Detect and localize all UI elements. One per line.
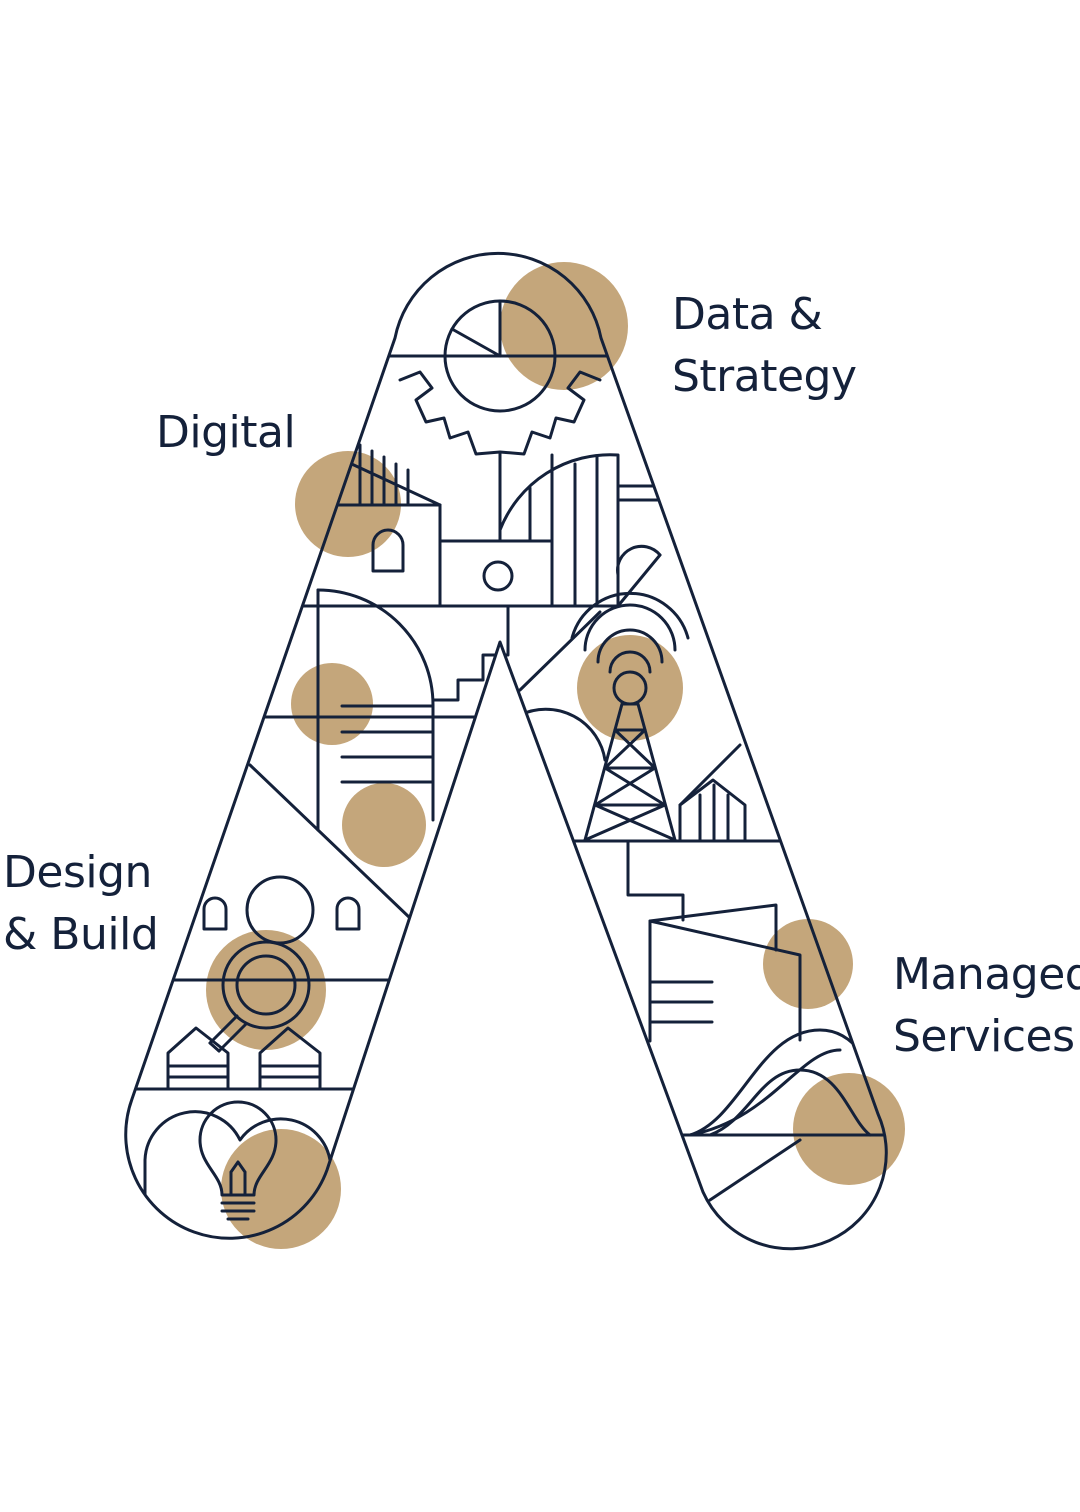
label-data-strategy: Data & Strategy: [672, 284, 857, 408]
label-design-build-line2: & Build: [3, 909, 159, 960]
lightbulb-icon: [143, 1100, 332, 1221]
staircase-icon: [626, 839, 685, 922]
radio-tower-icon: [570, 591, 690, 842]
wifi-signal-icon: [570, 591, 690, 640]
accent-dot: [291, 663, 373, 745]
lighthouse-icon: [316, 588, 435, 832]
magnifier-icon: [208, 940, 311, 1053]
label-design-build: Design & Build: [3, 842, 159, 966]
accent-dot: [763, 919, 853, 1009]
accent-dot: [500, 262, 628, 390]
label-digital-line1: Digital: [156, 407, 296, 458]
staircase-icon: [431, 604, 510, 702]
accent-dot: [793, 1073, 905, 1185]
label-digital: Digital: [156, 402, 296, 464]
letter-a-outline: [124, 251, 888, 1251]
accent-dot: [206, 930, 326, 1050]
label-managed-services-line1: Managed: [893, 949, 1080, 1000]
accent-dot: [577, 635, 683, 741]
striped-arch: [498, 453, 662, 608]
label-data-strategy-line2: Strategy: [672, 351, 857, 402]
pie-chart-icon: [443, 299, 557, 413]
label-managed-services-line2: Services: [893, 1011, 1075, 1062]
label-design-build-line1: Design: [3, 847, 152, 898]
gear-icon: [398, 370, 602, 543]
accent-dot: [221, 1129, 341, 1249]
accent-dot: [342, 783, 426, 867]
accent-dots: [206, 262, 905, 1249]
house-icon: [166, 1026, 322, 1091]
label-managed-services: Managed Services: [893, 944, 1080, 1068]
document-icon: [648, 903, 802, 1043]
label-data-strategy-line1: Data &: [672, 289, 823, 340]
